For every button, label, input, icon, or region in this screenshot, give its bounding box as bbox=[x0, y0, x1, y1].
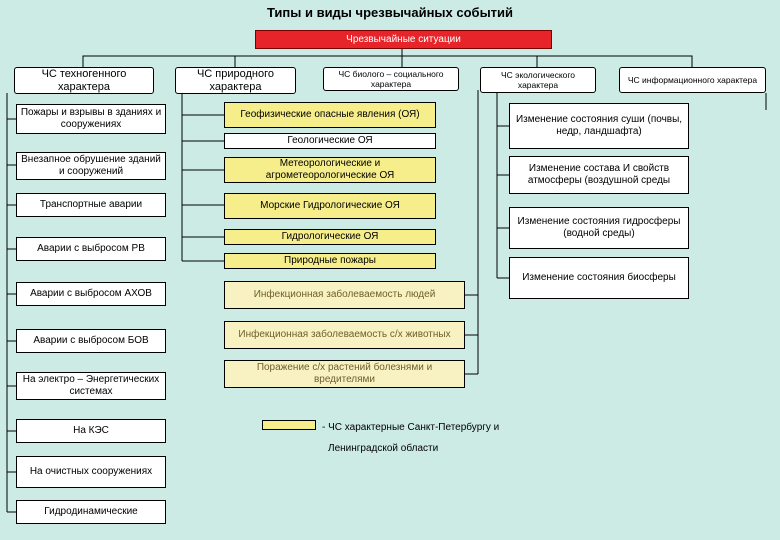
legend-line-2: Ленинградской области bbox=[328, 443, 439, 454]
category-natural: ЧС природного характера bbox=[175, 67, 296, 94]
technogenic-item-9: На очистных сооружениях bbox=[16, 456, 166, 488]
natural-item-1: Геофизические опасные явления (ОЯ) bbox=[224, 102, 436, 128]
technogenic-item-2: Внезапное обрушение зданий и сооружений bbox=[16, 152, 166, 180]
natural-item-2: Геологические ОЯ bbox=[224, 133, 436, 149]
technogenic-item-8: На КЭС bbox=[16, 419, 166, 443]
category-ecological: ЧС экологического характера bbox=[480, 67, 596, 93]
page-title: Типы и виды чрезвычайных событий bbox=[266, 5, 514, 20]
technogenic-item-6: Аварии с выбросом БОВ bbox=[16, 329, 166, 353]
natural-item-6: Природные пожары bbox=[224, 253, 436, 269]
legend-swatch bbox=[262, 420, 316, 430]
ecological-item-4: Изменение состояния биосферы bbox=[509, 257, 689, 299]
natural-item-4: Морские Гидрологические ОЯ bbox=[224, 193, 436, 219]
ecological-item-2: Изменение состава И свойств атмосферы (в… bbox=[509, 156, 689, 194]
biosocial-item-1: Инфекционная заболеваемость людей bbox=[224, 281, 465, 309]
technogenic-item-10: Гидродинамические bbox=[16, 500, 166, 524]
technogenic-item-5: Аварии с выбросом АХОВ bbox=[16, 282, 166, 306]
ecological-item-3: Изменение состояния гидросферы (водной с… bbox=[509, 207, 689, 249]
ecological-item-1: Изменение состояния суши (почвы, недр, л… bbox=[509, 103, 689, 149]
technogenic-item-7: На электро – Энергетических системах bbox=[16, 372, 166, 400]
biosocial-item-2: Инфекционная заболеваемость с/х животных bbox=[224, 321, 465, 349]
technogenic-item-4: Аварии с выбросом РВ bbox=[16, 237, 166, 261]
natural-item-5: Гидрологические ОЯ bbox=[224, 229, 436, 245]
root-node: Чрезвычайные ситуации bbox=[255, 30, 552, 49]
category-biosocial: ЧС биолого – социального характера bbox=[323, 67, 459, 91]
category-technogenic: ЧС техногенного характера bbox=[14, 67, 154, 94]
technogenic-item-3: Транспортные аварии bbox=[16, 193, 166, 217]
category-informational: ЧС информационного характера bbox=[619, 67, 766, 93]
legend-line-1: - ЧС характерные Санкт-Петербургу и bbox=[322, 422, 500, 433]
technogenic-item-1: Пожары и взрывы в зданиях и сооружениях bbox=[16, 104, 166, 134]
biosocial-item-3: Поражение с/х растений болезнями и вреди… bbox=[224, 360, 465, 388]
natural-item-3: Метеорологические и агрометеорологически… bbox=[224, 157, 436, 183]
